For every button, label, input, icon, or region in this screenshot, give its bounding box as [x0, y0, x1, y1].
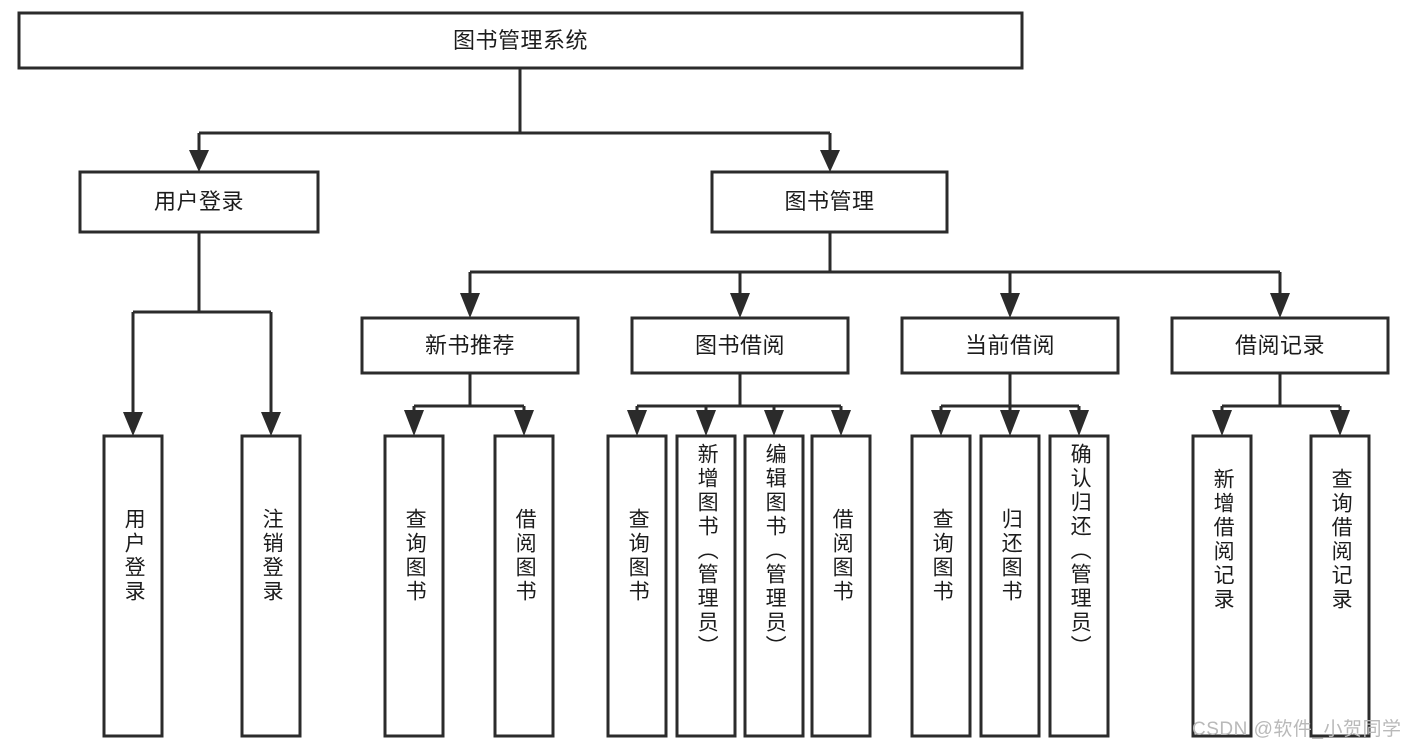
- arrowhead-leaf-user-login: [123, 412, 143, 436]
- arrowhead-leaf-edit-book-admin: [764, 410, 784, 436]
- node-box-new-book-recommend[interactable]: [360, 316, 580, 375]
- arrowhead-borrow-record: [1270, 293, 1290, 318]
- node-box-borrow-record[interactable]: [1170, 316, 1390, 375]
- arrowhead-leaf-borrow-book-2: [831, 410, 851, 436]
- arrowhead-leaf-query-book-1: [404, 410, 424, 436]
- arrowhead-leaf-query-borrow-record: [1330, 410, 1350, 436]
- node-box-leaf-user-logout[interactable]: [240, 434, 302, 738]
- node-box-user-login[interactable]: [78, 170, 320, 234]
- node-box-leaf-add-book-admin[interactable]: [675, 434, 737, 738]
- arrowhead-leaf-add-book-admin: [696, 410, 716, 436]
- arrowhead-leaf-return-book: [1000, 410, 1020, 436]
- node-box-book-borrow[interactable]: [630, 316, 850, 375]
- arrowhead-leaf-borrow-book-1: [514, 410, 534, 436]
- node-box-leaf-query-book-2[interactable]: [606, 434, 668, 738]
- node-box-leaf-borrow-book-2[interactable]: [810, 434, 872, 738]
- arrowhead-leaf-query-book-3: [931, 410, 951, 436]
- arrowhead-current-borrow: [1000, 293, 1020, 318]
- node-box-root[interactable]: [17, 11, 1024, 70]
- arrowhead-new-book-recommend: [460, 293, 480, 318]
- node-box-leaf-user-login[interactable]: [102, 434, 164, 738]
- node-box-leaf-confirm-return-admin[interactable]: [1048, 434, 1110, 738]
- node-box-leaf-query-book-3[interactable]: [910, 434, 972, 738]
- node-box-current-borrow[interactable]: [900, 316, 1120, 375]
- node-box-book-management[interactable]: [710, 170, 949, 234]
- arrowhead-leaf-confirm-return-admin: [1069, 410, 1089, 436]
- arrowhead-book-management: [820, 150, 840, 172]
- arrowhead-book-borrow: [730, 293, 750, 318]
- node-box-leaf-edit-book-admin[interactable]: [743, 434, 805, 738]
- node-box-leaf-query-borrow-record[interactable]: [1309, 434, 1371, 738]
- node-box-leaf-add-borrow-record[interactable]: [1191, 434, 1253, 738]
- node-box-leaf-borrow-book-1[interactable]: [493, 434, 555, 738]
- node-box-leaf-return-book[interactable]: [979, 434, 1041, 738]
- arrowhead-leaf-user-logout: [261, 412, 281, 436]
- node-box-leaf-query-book-1[interactable]: [383, 434, 445, 738]
- arrowhead-leaf-query-book-2: [627, 410, 647, 436]
- arrowhead-leaf-add-borrow-record: [1212, 410, 1232, 436]
- arrowhead-user-login: [189, 150, 209, 172]
